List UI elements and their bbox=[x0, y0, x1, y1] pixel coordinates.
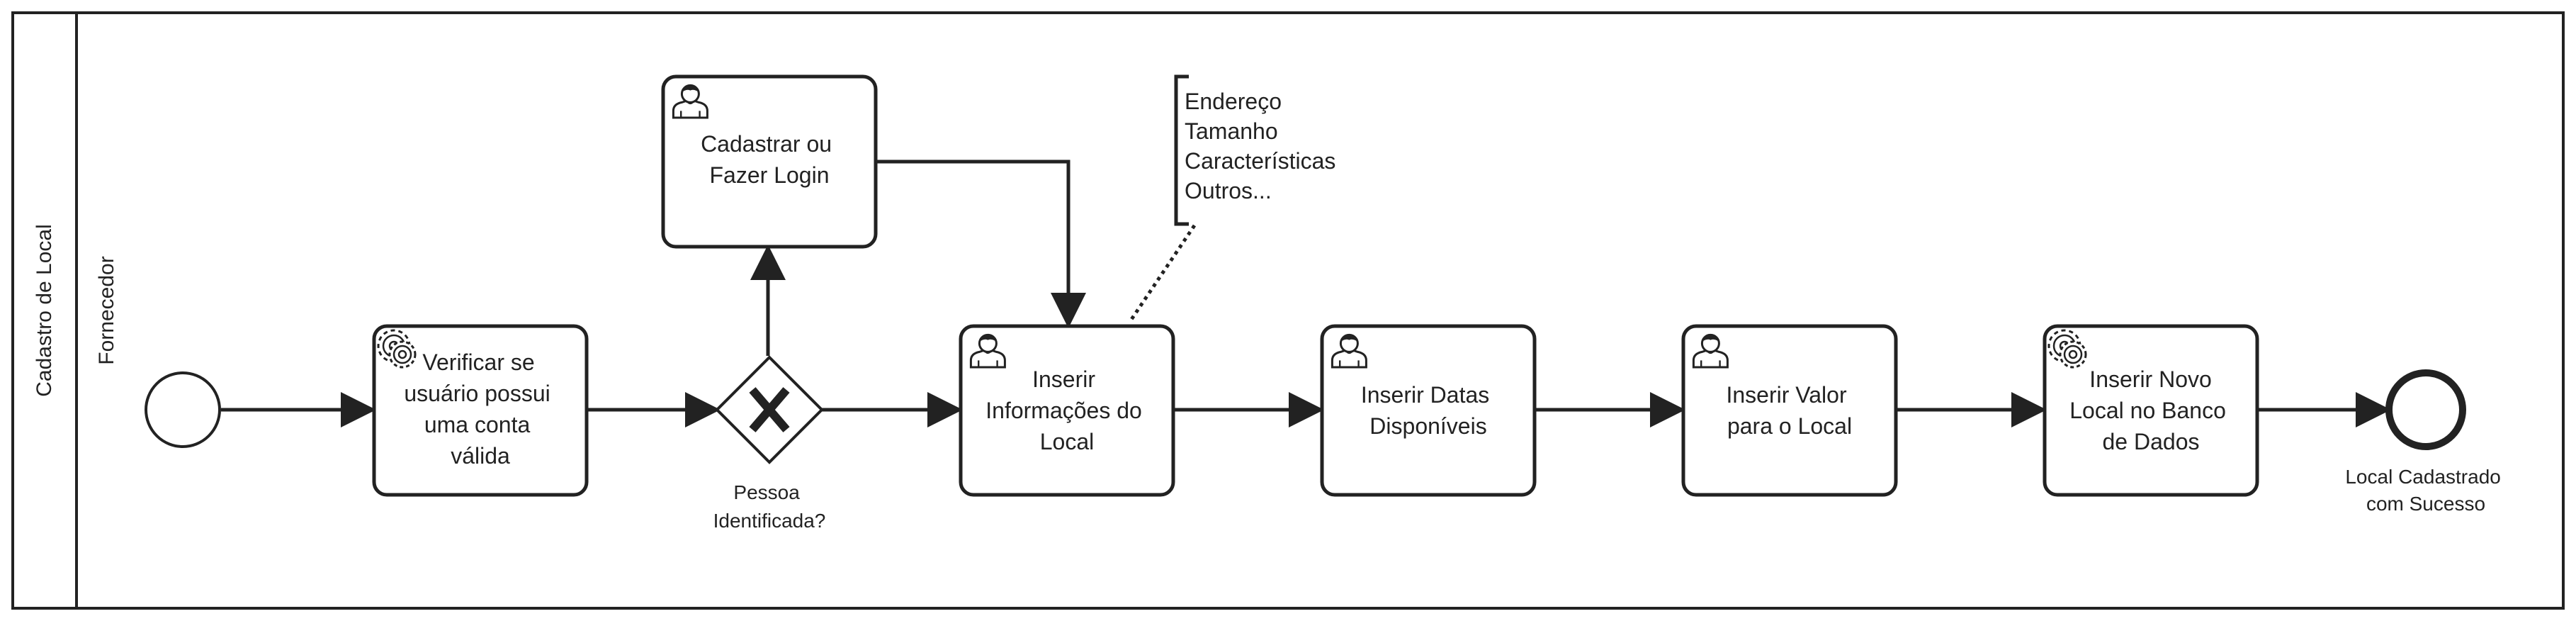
end-event-label: Local Cadastrado com Sucesso bbox=[2345, 466, 2506, 515]
task-cadastrar-label: Cadastrar ou Fazer Login bbox=[701, 131, 838, 188]
gear-icon bbox=[377, 329, 417, 369]
end-event[interactable] bbox=[2385, 369, 2466, 450]
task-valor-label: Inserir Valor para o Local bbox=[1726, 382, 1853, 439]
text-annotation[interactable]: Endereço Tamanho Características Outros.… bbox=[1129, 74, 1342, 322]
task-informacoes-label: Inserir Informações do Local bbox=[985, 367, 1148, 454]
annotation-association bbox=[1129, 224, 1197, 322]
task-inserir-valor[interactable]: Inserir Valor para o Local bbox=[1681, 324, 1898, 497]
task-verificar-label: Verificar se usuário possui uma conta vá… bbox=[404, 349, 556, 469]
task-cadastrar-login[interactable]: Cadastrar ou Fazer Login bbox=[661, 74, 878, 249]
flow-login-to-info bbox=[876, 160, 1086, 328]
task-inserir-datas[interactable]: Inserir Datas Disponíveis bbox=[1320, 324, 1537, 497]
task-verificar-conta[interactable]: Verificar se usuário possui uma conta vá… bbox=[372, 324, 589, 497]
pool[interactable]: Cadastro de Local bbox=[11, 11, 2565, 610]
pool-label: Cadastro de Local bbox=[33, 224, 56, 397]
annotation-bracket bbox=[1174, 74, 1189, 226]
exclusive-gateway[interactable] bbox=[715, 355, 824, 464]
lane-label: Fornecedor bbox=[95, 256, 118, 364]
gear-icon bbox=[2047, 329, 2087, 369]
x-icon bbox=[749, 387, 790, 432]
sequence-flows bbox=[221, 160, 2391, 427]
task-inserir-banco[interactable]: Inserir Novo Local no Banco de Dados bbox=[2043, 324, 2259, 497]
annotation-text: Endereço Tamanho Características Outros.… bbox=[1185, 89, 1342, 203]
task-banco-label: Inserir Novo Local no Banco de Dados bbox=[2069, 367, 2232, 454]
task-datas-label: Inserir Datas Disponíveis bbox=[1361, 382, 1496, 439]
task-inserir-informacoes[interactable]: Inserir Informações do Local bbox=[959, 324, 1175, 497]
gateway-label: Pessoa Identificada? bbox=[713, 481, 826, 532]
start-event[interactable] bbox=[145, 371, 221, 448]
